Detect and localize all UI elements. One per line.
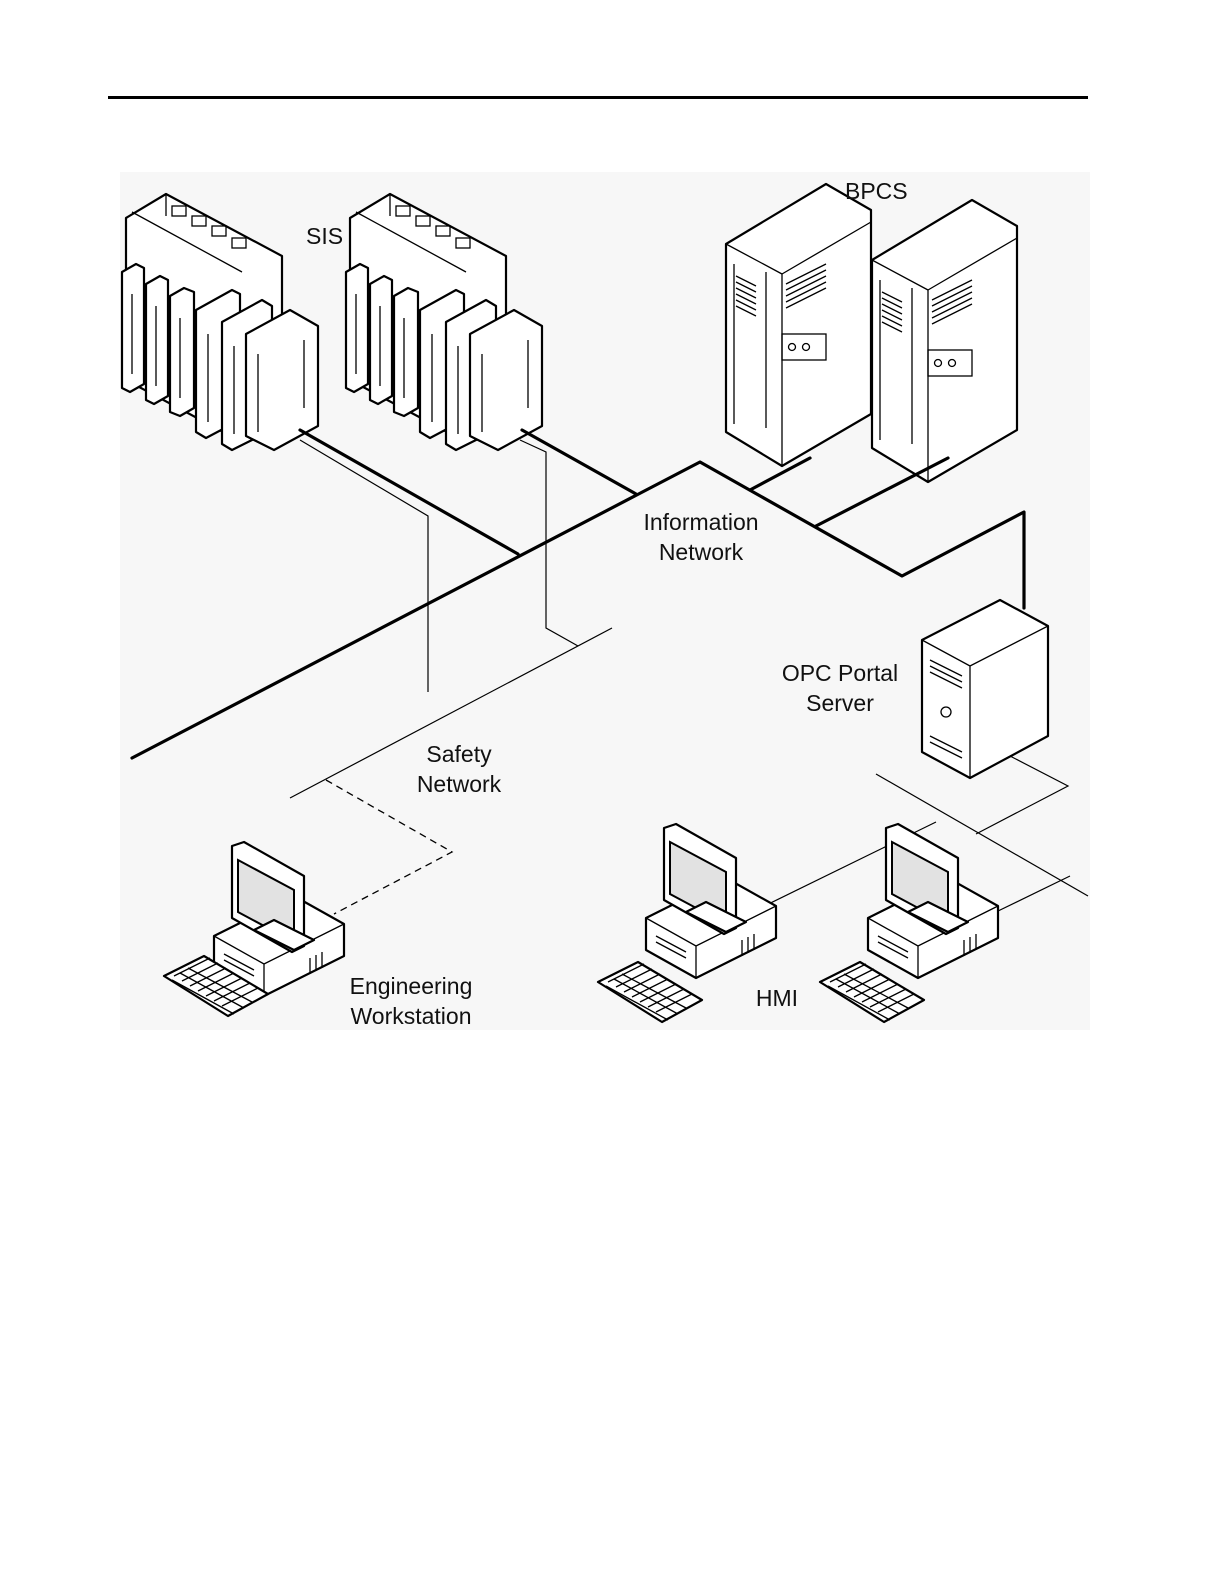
sis-label: SIS (306, 223, 343, 249)
safety-network (290, 440, 612, 914)
engineering-workstation-label-line1: Engineering (350, 973, 473, 999)
bpcs-label: BPCS (845, 178, 908, 204)
safety-network-label-line2: Network (417, 771, 502, 797)
bpcs-server-2 (872, 200, 1017, 482)
bpcs-server-1 (726, 184, 871, 466)
opc-portal-server (922, 600, 1048, 778)
information-network (132, 430, 1024, 758)
sis-controller-1 (122, 194, 318, 450)
hmi-workstation-1 (646, 824, 776, 978)
hmi-label: HMI (756, 985, 798, 1011)
hmi-workstation-2 (868, 824, 998, 978)
sis-controller-2 (346, 194, 542, 450)
engineering-workstation-label-line2: Workstation (350, 1003, 471, 1029)
safety-network-label-line1: Safety (426, 741, 492, 767)
information-network-label-line1: Information (643, 509, 758, 535)
information-network-label-line2: Network (659, 539, 744, 565)
opc-portal-label-line2: Server (806, 690, 874, 716)
opc-portal-label-line1: OPC Portal (782, 660, 898, 686)
